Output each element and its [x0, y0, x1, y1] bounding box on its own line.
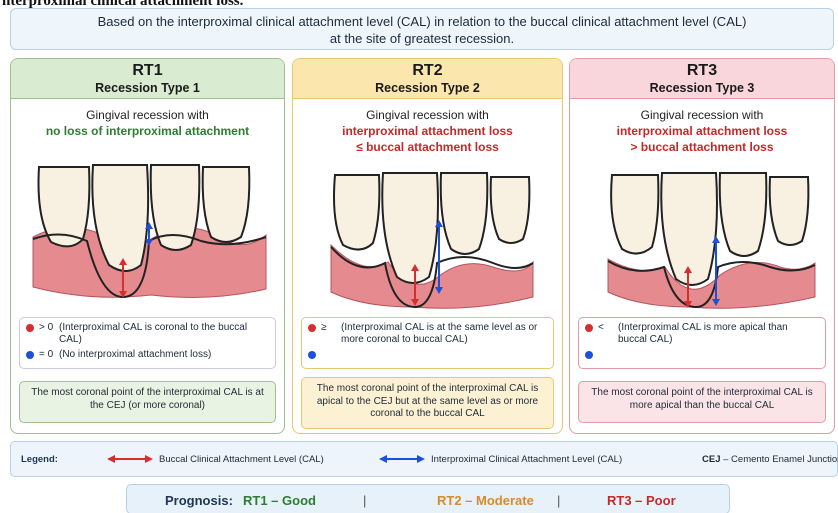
blue-dot-icon: [585, 351, 593, 359]
panel-rt1-code: RT1: [11, 62, 284, 80]
formula-text: (Interproximal CAL is more apical than b…: [618, 322, 819, 346]
panel-rt2: RT2 Recession Type 2 Gingival recession …: [292, 58, 563, 434]
rt1-tooth-illustration: [11, 157, 285, 307]
panel-rt1-header: RT1 Recession Type 1: [11, 59, 284, 99]
red-dot-icon: [585, 324, 593, 332]
panel-rt2-subtitle: Recession Type 2: [293, 80, 562, 96]
formula-row: > 0 (Interproximal CAL is coronal to the…: [26, 322, 269, 346]
panel-rt3-note: The most coronal point of the interproxi…: [578, 381, 826, 423]
panel-rt1: RT1 Recession Type 1 Gingival recession …: [10, 58, 285, 434]
panel-rt3-header: RT3 Recession Type 3: [570, 59, 834, 99]
prognosis-rt1: RT1 – Good: [243, 493, 316, 508]
red-dot-icon: [26, 324, 34, 332]
tooth-4: [203, 167, 250, 242]
formula-row: < (Interproximal CAL is more apical than…: [585, 322, 819, 346]
panel-rt2-header: RT2 Recession Type 2: [293, 59, 562, 99]
panel-rt1-description: Gingival recession with no loss of inter…: [11, 107, 284, 139]
red-dot-icon: [308, 324, 316, 332]
legend-buccal-label: Buccal Clinical Attachment Level (CAL): [159, 454, 324, 465]
panel-rt3-description: Gingival recession with interproximal at…: [570, 107, 834, 155]
panel-rt1-formula: > 0 (Interproximal CAL is coronal to the…: [19, 317, 276, 369]
panel-rt1-desc-line1: Gingival recession with: [11, 107, 284, 123]
tooth-1: [334, 175, 379, 250]
rt2-tooth-illustration: [293, 167, 563, 317]
formula-text: (Interproximal CAL is at the same level …: [341, 322, 547, 346]
panel-rt2-code: RT2: [293, 62, 562, 80]
blue-dot-icon: [26, 351, 34, 359]
legend-bar: Legend: Buccal Clinical Attachment Level…: [10, 441, 838, 477]
rt3-tooth-illustration: [570, 167, 835, 317]
blue-dot-icon: [308, 351, 316, 359]
red-double-arrow-icon: [107, 452, 153, 466]
formula-symbol: ≥: [321, 322, 341, 334]
header-box: Based on the interproximal clinical atta…: [10, 8, 834, 50]
formula-symbol: > 0: [39, 322, 59, 334]
formula-text: (Interproximal CAL is coronal to the buc…: [59, 322, 269, 346]
header-line-2: at the site of greatest recession.: [11, 30, 833, 47]
header-line-1: Based on the interproximal clinical atta…: [11, 13, 833, 30]
prognosis-separator: |: [557, 493, 560, 508]
panel-rt3-desc-line3: > buccal attachment loss: [570, 139, 834, 155]
panel-rt1-desc-line2: no loss of interproximal attachment: [11, 123, 284, 139]
legend-cej-abbr: CEJ: [702, 454, 720, 465]
legend-title: Legend:: [21, 454, 58, 465]
tooth-4: [770, 177, 809, 245]
panel-rt3: RT3 Recession Type 3 Gingival recession …: [569, 58, 835, 434]
formula-row: [308, 349, 547, 359]
prognosis-label: Prognosis:: [165, 493, 233, 508]
prognosis-rt3: RT3 – Poor: [607, 493, 676, 508]
tooth-3: [720, 173, 767, 256]
panel-rt3-code: RT3: [570, 62, 834, 80]
panel-rt1-note: The most coronal point of the interproxi…: [19, 381, 276, 423]
panel-rt2-description: Gingival recession with interproximal at…: [293, 107, 562, 155]
panel-rt3-desc-line2: interproximal attachment loss: [570, 123, 834, 139]
panel-rt2-desc-line1: Gingival recession with: [293, 107, 562, 123]
tooth-1: [611, 175, 658, 254]
prognosis-separator: |: [363, 493, 366, 508]
panel-rt3-desc-line1: Gingival recession with: [570, 107, 834, 123]
formula-text: (No interproximal attachment loss): [59, 349, 269, 361]
prognosis-rt2: RT2 – Moderate: [437, 493, 534, 508]
panel-rt3-subtitle: Recession Type 3: [570, 80, 834, 96]
blue-double-arrow-icon: [379, 452, 425, 466]
tooth-3: [441, 173, 488, 254]
prognosis-bar: Prognosis: RT1 – Good | RT2 – Moderate |…: [126, 484, 730, 513]
panel-rt2-note: The most coronal point of the interproxi…: [301, 377, 554, 429]
tooth-4: [491, 177, 530, 243]
panel-rt2-desc-line2: interproximal attachment loss: [293, 123, 562, 139]
panel-rt2-formula: ≥ (Interproximal CAL is at the same leve…: [301, 317, 554, 369]
legend-interproximal-label: Interproximal Clinical Attachment Level …: [431, 454, 622, 465]
panel-rt1-subtitle: Recession Type 1: [11, 80, 284, 96]
panel-rt2-desc-line3: ≤ buccal attachment loss: [293, 139, 562, 155]
legend-cej-text: – Cemento Enamel Junction: [720, 454, 838, 465]
legend-cej-label: CEJ – Cemento Enamel Junction: [702, 454, 838, 465]
formula-row: ≥ (Interproximal CAL is at the same leve…: [308, 322, 547, 346]
formula-symbol: = 0: [39, 349, 59, 361]
formula-row: [585, 349, 819, 359]
formula-symbol: <: [598, 322, 618, 334]
panel-rt3-formula: < (Interproximal CAL is more apical than…: [578, 317, 826, 369]
formula-row: = 0 (No interproximal attachment loss): [26, 349, 269, 361]
